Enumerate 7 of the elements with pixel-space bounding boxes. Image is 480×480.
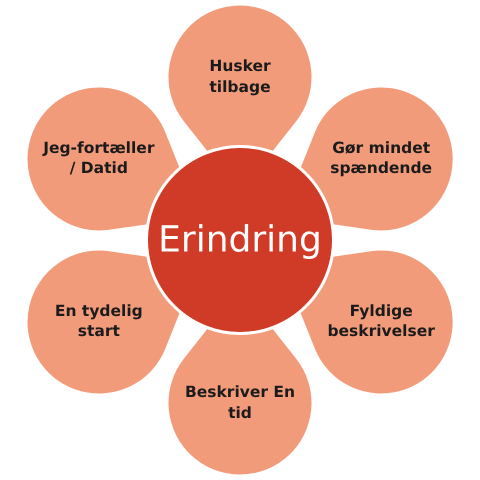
petal-label: Beskriver En tid [184,382,296,424]
petal-label: Gør mindet spændende [329,138,434,180]
petal-label: Jeg-fortæller / Datid [42,138,155,180]
petal-label: Husker tilbage [208,56,272,98]
petal-label: Fyldige beskrivelser [326,300,436,342]
petal-label: En tydelig start [54,300,144,342]
center-label: Erindring [158,220,322,260]
